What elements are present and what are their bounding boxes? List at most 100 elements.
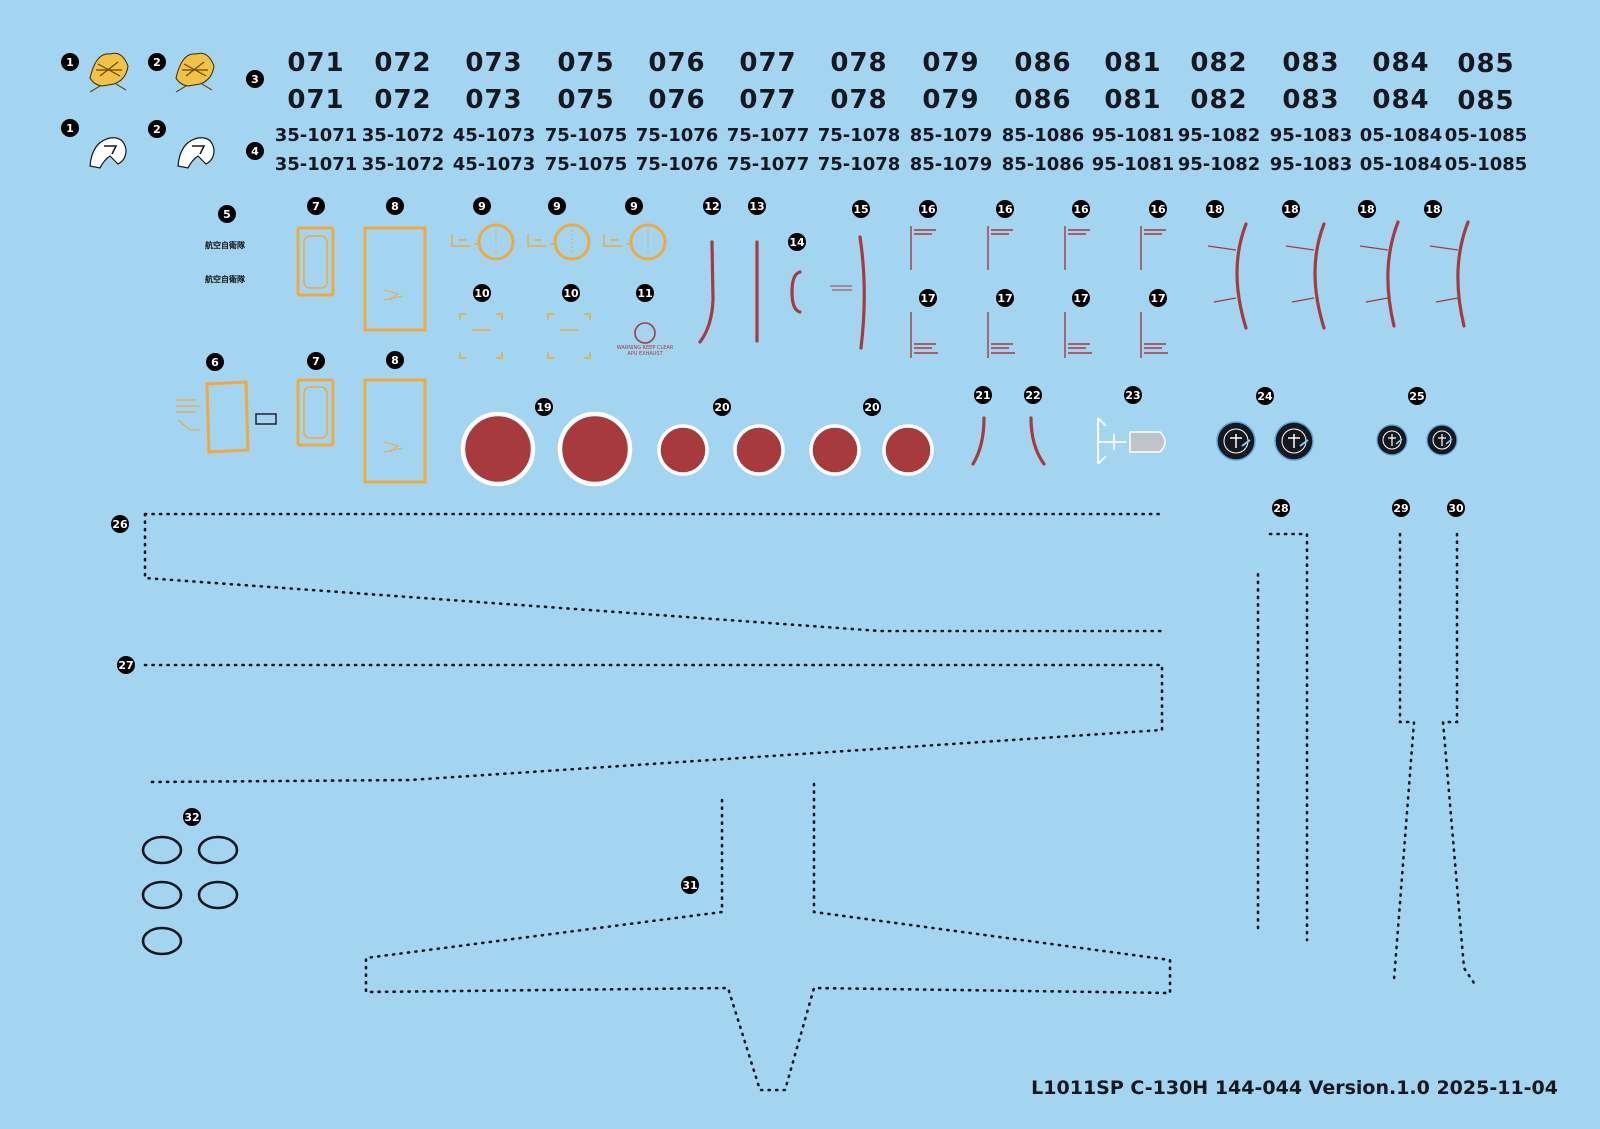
callout-label: 12 xyxy=(704,200,719,213)
callout-label: 17 xyxy=(920,292,935,305)
serial-number: 85-1086 xyxy=(1002,125,1085,146)
code-number: 078 xyxy=(830,48,887,78)
stripe-outline-29 xyxy=(1392,532,1416,982)
callout-26: 26 xyxy=(111,515,129,533)
stripe-14 xyxy=(790,270,802,314)
callout-label: 24 xyxy=(1257,390,1273,403)
marker-16d xyxy=(1140,226,1166,270)
callout-label: 5 xyxy=(223,208,231,221)
callout-label: 17 xyxy=(997,292,1012,305)
code-numbers-row-1: 071 072 073 075 076 077 078 079 086 081 … xyxy=(287,48,1513,79)
curve-text xyxy=(1207,245,1459,303)
serial-number: 75-1078 xyxy=(818,154,901,175)
callout-label: 2 xyxy=(153,56,161,69)
callout-label: 10 xyxy=(563,287,579,300)
callout-label: 7 xyxy=(312,200,320,213)
warning-line-1: WARNING KEEP CLEAR xyxy=(617,345,674,351)
code-number: 082 xyxy=(1190,48,1247,78)
warning-decal: WARNING KEEP CLEAR APU EXHAUST xyxy=(617,322,674,357)
code-number: 083 xyxy=(1282,85,1339,115)
curve-18d xyxy=(1456,220,1470,328)
callout-25: 25 xyxy=(1408,387,1426,405)
callout-label: 13 xyxy=(749,200,764,213)
ring-icon xyxy=(141,926,183,956)
callout-label: 10 xyxy=(474,287,490,300)
hinomaru-large-icon xyxy=(460,411,536,487)
callout-32: 32 xyxy=(183,808,201,826)
callout-label: 6 xyxy=(211,356,219,369)
stripe-outline-27 xyxy=(143,663,1164,784)
marker-16a xyxy=(910,226,936,270)
callout-17a: 17 xyxy=(919,289,937,307)
callout-7a: 7 xyxy=(307,197,325,215)
callout-10a: 10 xyxy=(473,284,491,302)
callout-label: 1 xyxy=(66,56,74,69)
unit-badges xyxy=(1216,421,1458,461)
serial-number: 05-1084 xyxy=(1360,154,1443,175)
gold-emblem-icon xyxy=(175,52,215,93)
code-number: 071 xyxy=(287,48,344,78)
callout-12: 12 xyxy=(703,197,721,215)
callout-8b: 8 xyxy=(386,351,404,369)
ring-decals xyxy=(141,835,239,956)
code-number: 079 xyxy=(922,85,979,115)
callout-label: 16 xyxy=(920,203,936,216)
callout-19: 19 xyxy=(535,398,553,416)
callout-18d: 18 xyxy=(1424,200,1442,218)
asdf-text-2: 航空自衛隊 xyxy=(205,274,246,284)
marker-16c xyxy=(1064,226,1090,270)
probe-decal xyxy=(1097,417,1166,465)
tail-outline-31 xyxy=(364,778,1172,1092)
callout-label: 15 xyxy=(853,203,868,216)
serial-number: 05-1085 xyxy=(1445,154,1528,175)
white-eagle-icon xyxy=(177,137,215,169)
callout-label: 3 xyxy=(251,73,259,86)
callout-label: 4 xyxy=(251,145,259,158)
probe-body xyxy=(1129,431,1166,453)
stripe-outline-30 xyxy=(1441,532,1478,988)
code-number: 072 xyxy=(374,48,431,78)
stripe-12 xyxy=(698,240,715,344)
code-number: 081 xyxy=(1104,48,1161,78)
callout-8a: 8 xyxy=(386,197,404,215)
code-number: 076 xyxy=(648,85,705,115)
hinomaru-small-icon xyxy=(657,424,709,476)
callout-9a: 9 xyxy=(473,197,491,215)
door-detail xyxy=(383,441,403,453)
callout-label: 20 xyxy=(714,401,730,414)
gauge-text xyxy=(495,230,649,254)
callout-10b: 10 xyxy=(562,284,580,302)
callout-label: 16 xyxy=(997,203,1013,216)
code-number: 086 xyxy=(1014,85,1071,115)
serial-numbers-row-2: 35-1071 35-1072 45-1073 75-1075 75-1076 … xyxy=(275,154,1528,175)
marker-17d xyxy=(1140,312,1168,358)
corner-bracket-a xyxy=(459,313,503,359)
serial-number: 95-1081 xyxy=(1092,154,1175,175)
callout-15: 15 xyxy=(852,200,870,218)
marker-17a xyxy=(910,312,938,358)
callout-28: 28 xyxy=(1272,499,1290,517)
stripe-21 xyxy=(971,416,986,466)
marker-16b xyxy=(987,226,1013,270)
gauge-ring-icon xyxy=(477,223,515,261)
probe-frame xyxy=(1097,417,1126,465)
hinomaru-large-icon xyxy=(557,411,633,487)
serial-numbers-row-1: 35-1071 35-1072 45-1073 75-1075 75-1076 … xyxy=(275,125,1528,146)
code-number: 075 xyxy=(557,48,614,78)
serial-number: 95-1083 xyxy=(1270,125,1353,146)
door-decal-8a xyxy=(363,226,427,332)
callout-label: 8 xyxy=(391,200,399,213)
unit-badge-small-icon xyxy=(1376,424,1408,456)
callout-label: 2 xyxy=(153,123,161,136)
code-number: 085 xyxy=(1457,86,1514,116)
serial-number: 75-1077 xyxy=(727,125,810,146)
serial-number: 95-1082 xyxy=(1178,125,1261,146)
callout-label: 16 xyxy=(1150,203,1166,216)
callout-label: 16 xyxy=(1073,203,1089,216)
code-number: 073 xyxy=(465,85,522,115)
door-detail xyxy=(383,289,403,301)
callout-17c: 17 xyxy=(1072,289,1090,307)
callout-label: 18 xyxy=(1425,203,1440,216)
door-decal-7b xyxy=(296,378,335,447)
serial-number: 05-1085 xyxy=(1445,125,1528,146)
